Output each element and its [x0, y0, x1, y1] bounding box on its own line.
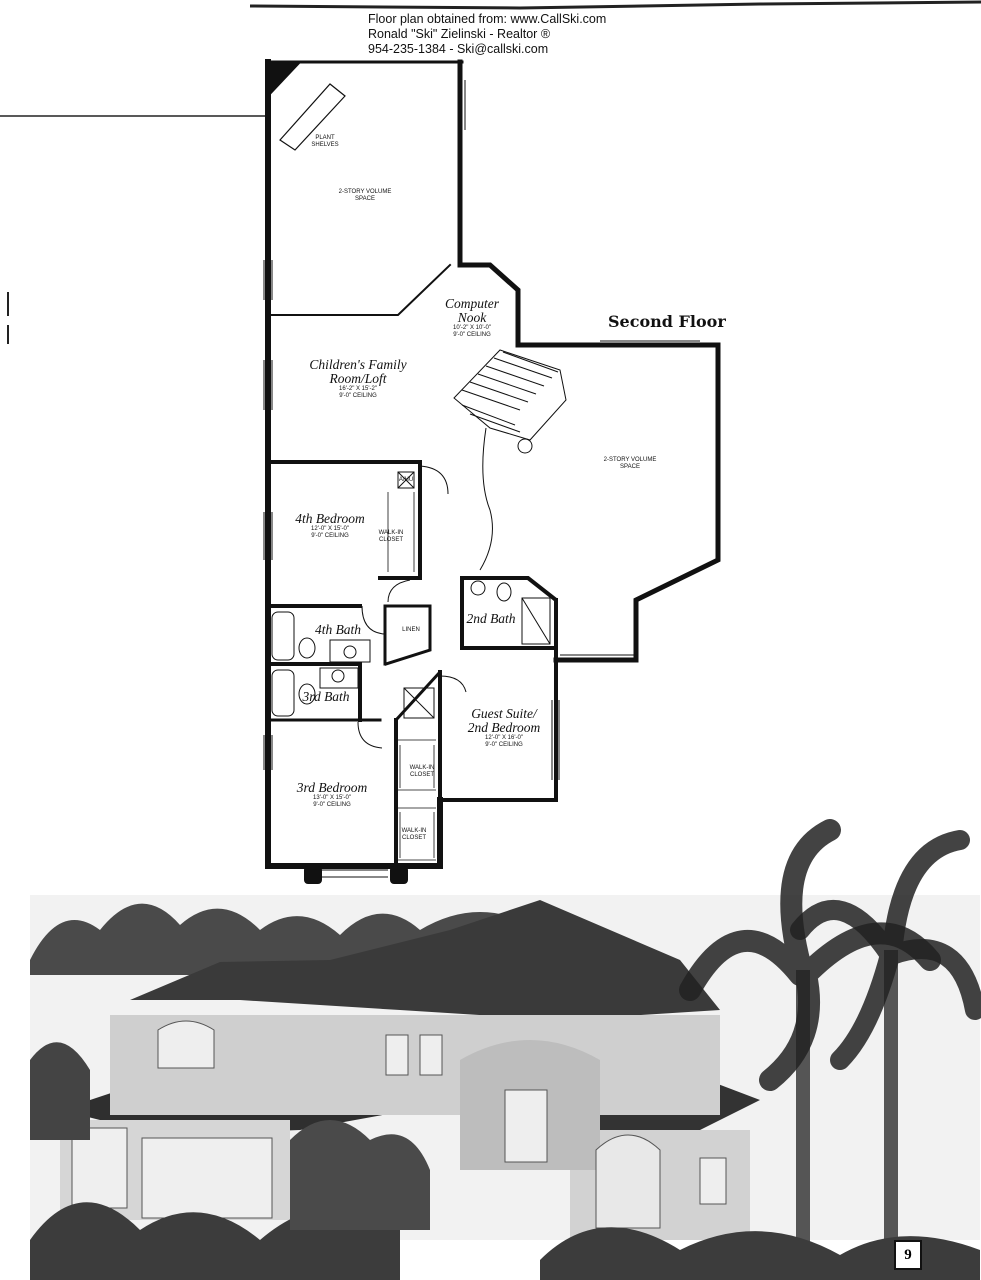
- label-line: PLANT: [315, 135, 335, 141]
- bay-post: [304, 866, 322, 884]
- room-ceiling: 9'-0" CEILING: [453, 332, 491, 338]
- room-dims: 12'-0" X 15'-0": [311, 526, 349, 532]
- room-name: Children's Family: [309, 357, 407, 372]
- room-dims: 16'-2" X 15'-2": [339, 386, 377, 392]
- house-illustration: [30, 819, 981, 1280]
- plant-shelves-label: PLANT SHELVES: [300, 135, 350, 149]
- label-line: SPACE: [620, 464, 640, 470]
- label-line: WALK-IN: [409, 765, 435, 771]
- computer-nook-label: Computer Nook 10'-2" X 10'-0" 9'-0" CEIL…: [430, 297, 514, 339]
- page-number: 9: [894, 1240, 922, 1270]
- label-line: SPACE: [355, 196, 375, 202]
- bedroom3-label: 3rd Bedroom 13'-0" X 15'-0" 9'-0" CEILIN…: [284, 781, 380, 809]
- corner-fill: [268, 62, 300, 96]
- label-line: WALK-IN: [378, 530, 404, 536]
- bath4-label: 4th Bath: [308, 623, 368, 637]
- label-line: WALK-IN: [401, 828, 427, 834]
- bedroom4-label: 4th Bedroom 12'-0" X 15'-0" 9'-0" CEILIN…: [282, 512, 378, 540]
- header-source-line: Floor plan obtained from: www.CallSki.co…: [368, 12, 607, 26]
- room-dims: 12'-0" X 16'-0": [485, 735, 523, 741]
- label-line: 2-STORY VOLUME: [603, 457, 657, 463]
- ahu-label: A/HU: [398, 477, 414, 483]
- room-name: Room/Loft: [329, 371, 387, 386]
- volume-space-right-label: 2-STORY VOLUME SPACE: [590, 457, 670, 471]
- room-name: 2nd Bedroom: [467, 720, 541, 735]
- label-line: 2-STORY VOLUME: [338, 189, 392, 195]
- room-ceiling: 9'-0" CEILING: [311, 533, 349, 539]
- linen-label: LINEN: [402, 627, 420, 633]
- walkin-closet-guest-label: WALK-IN CLOSET: [405, 765, 439, 779]
- volume-space-upper-label: 2-STORY VOLUME SPACE: [325, 189, 405, 203]
- label-line: CLOSET: [401, 835, 426, 841]
- room-ceiling: 9'-0" CEILING: [313, 802, 351, 808]
- guest-suite-label: Guest Suite/ 2nd Bedroom 12'-0" X 16'-0"…: [456, 707, 552, 749]
- room-name: 3rd Bath: [302, 689, 350, 704]
- windows: [263, 80, 700, 878]
- label-line: CLOSET: [409, 772, 434, 778]
- scan-top-edge: [249, 0, 981, 10]
- fixtures: [271, 471, 551, 719]
- header-realtor-line: Ronald "Ski" Zielinski - Realtor ®: [368, 27, 551, 41]
- room-dims: 13'-0" X 15'-0": [313, 795, 351, 801]
- closet-hatching: [387, 492, 436, 861]
- bath3-label: 3rd Bath: [296, 690, 356, 704]
- walls: [265, 59, 721, 869]
- room-name: Computer: [445, 296, 499, 311]
- room-name: 4th Bath: [314, 622, 362, 637]
- header-contact-line: 954-235-1384 - Ski@callski.com: [368, 42, 549, 56]
- room-ceiling: 9'-0" CEILING: [485, 742, 523, 748]
- bay-post: [390, 866, 408, 884]
- room-name: 4th Bedroom: [295, 511, 365, 526]
- bath2-label: 2nd Bath: [462, 612, 520, 626]
- plant-shelves: [279, 83, 346, 151]
- room-name: Guest Suite/: [471, 706, 537, 721]
- label-line: CLOSET: [378, 537, 403, 543]
- walkin-closet-4-label: WALK-IN CLOSET: [374, 530, 408, 544]
- room-name: 2nd Bath: [466, 611, 516, 626]
- room-ceiling: 9'-0" CEILING: [339, 393, 377, 399]
- walkin-closet-3-label: WALK-IN CLOSET: [397, 828, 431, 842]
- room-name: Nook: [457, 310, 487, 325]
- floor-title: Second Floor: [608, 312, 726, 331]
- header-credit: Floor plan obtained from: www.CallSki.co…: [368, 12, 606, 57]
- family-room-label: Children's Family Room/Loft 16'-2" X 15'…: [296, 358, 420, 400]
- room-dims: 10'-2" X 10'-0": [453, 325, 491, 331]
- room-name: 3rd Bedroom: [296, 780, 368, 795]
- label-line: SHELVES: [311, 142, 339, 148]
- doors: [357, 465, 467, 749]
- staircase: [453, 349, 567, 571]
